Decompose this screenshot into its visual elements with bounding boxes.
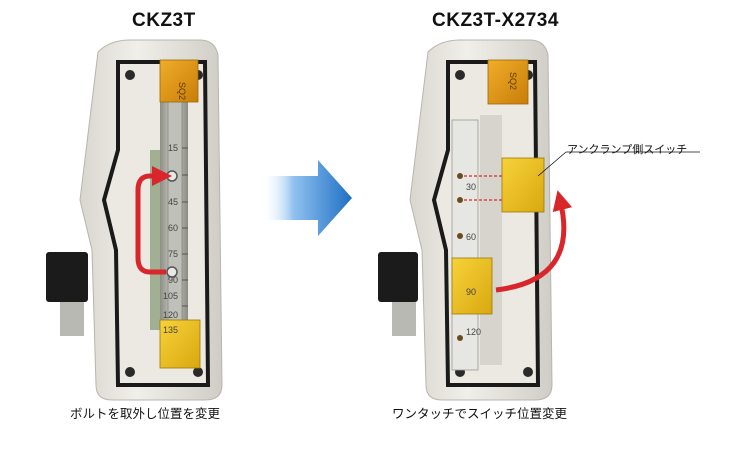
move-arrow-icon	[135, 166, 172, 275]
bottom-switch	[159, 319, 201, 369]
cable-fitting	[60, 302, 84, 336]
move-arrow-icon	[495, 190, 573, 293]
scale-label: 90	[168, 275, 178, 285]
left-device	[46, 39, 223, 401]
scale-label: 45	[168, 197, 178, 207]
scale-label: 105	[163, 291, 178, 301]
scale-label: 90	[466, 287, 476, 297]
right-title: CKZ3T-X2734	[432, 10, 559, 31]
scale-label: 135	[163, 325, 178, 335]
scale-plate	[451, 119, 479, 371]
right-caption: ワンタッチでスイッチ位置変更	[392, 407, 568, 421]
right-device	[378, 39, 700, 401]
scale-label: 60	[168, 223, 178, 233]
connector-block	[378, 252, 418, 302]
scale-label: 15	[168, 143, 178, 153]
right-arrow-icon	[262, 160, 352, 236]
bolt-upper	[166, 170, 178, 182]
scale-label: 120	[163, 310, 178, 320]
unclamp-switch	[501, 157, 545, 213]
scale-label: 75	[168, 249, 178, 259]
sensor-label: SQ2	[177, 82, 187, 100]
top-switch	[487, 59, 529, 105]
scale-label: 60	[466, 232, 476, 242]
left-title: CKZ3T	[132, 10, 196, 31]
sensor-label: SQ2	[508, 72, 518, 90]
lower-switch	[451, 257, 493, 315]
top-switch	[159, 59, 199, 103]
connector-block	[46, 252, 88, 302]
bolt-lower	[166, 266, 178, 278]
left-caption: ボルトを取外し位置を変更	[70, 407, 221, 421]
unclamp-switch-callout: アンクランプ側スイッチ	[567, 144, 688, 156]
scale-label: 30	[466, 182, 476, 192]
cable-fitting	[392, 302, 416, 336]
scale-label: 120	[466, 327, 481, 337]
